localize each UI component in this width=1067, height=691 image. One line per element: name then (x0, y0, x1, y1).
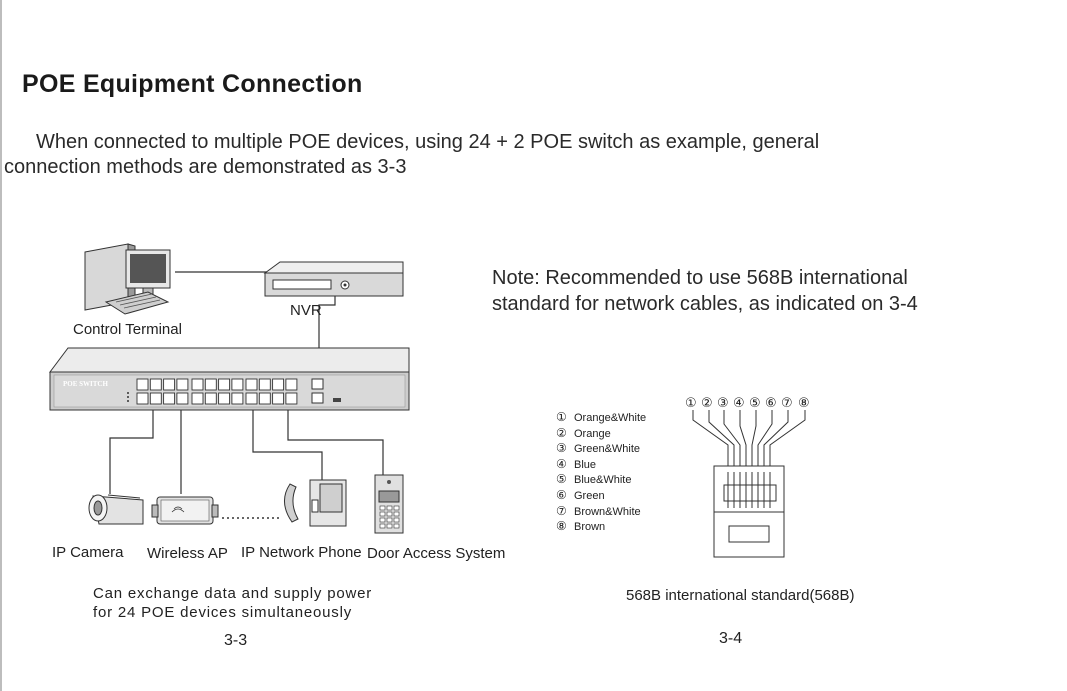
wire-color-label: Brown&White (574, 505, 641, 518)
caption-line-1: Can exchange data and supply power (93, 585, 373, 602)
switch-port (258, 378, 271, 391)
pin-number: ⑦ (781, 395, 793, 410)
label-switch-brand: POE SWITCH (63, 380, 108, 388)
switch-port (136, 378, 149, 391)
wire-legend-item: ② Orange (556, 426, 646, 442)
page-title: POE Equipment Connection (22, 70, 363, 98)
switch-port (231, 392, 244, 405)
switch-port (218, 392, 231, 405)
switch-port (149, 392, 162, 405)
wire-legend-item: ⑧ Brown (556, 519, 646, 535)
switch-port (272, 392, 285, 405)
wire-number: ④ (556, 456, 567, 471)
label-control-terminal: Control Terminal (73, 321, 182, 338)
label-ip-camera: IP Camera (52, 544, 124, 561)
wire-number: ② (556, 425, 567, 440)
label-568b-standard: 568B international standard(568B) (626, 587, 855, 604)
diagram-3-3-caption: Can exchange data and supply power for 2… (93, 584, 372, 622)
wire-color-label: Brown (574, 521, 606, 534)
line-switch-camera (109, 407, 154, 494)
switch-port (231, 378, 244, 391)
intro-paragraph: When connected to multiple POE devices, … (4, 130, 1004, 180)
figure-number-3-4: 3-4 (719, 630, 743, 647)
wireless-ap-icon (151, 496, 219, 525)
page-left-rule (0, 0, 2, 691)
ip-camera-icon (88, 494, 144, 525)
label-nvr: NVR (290, 302, 322, 319)
pin-number: ② (701, 395, 713, 410)
note-line-2: standard for network cables, as indicate… (492, 293, 918, 315)
wire-color-label: Green&White (574, 443, 641, 456)
switch-port (204, 392, 217, 405)
wire-number: ① (556, 410, 567, 424)
wire-color-label: Orange&White (574, 412, 647, 424)
wire-number: ⑤ (556, 472, 567, 487)
switch-port (204, 378, 217, 391)
nvr-device-icon (263, 261, 404, 297)
wire-color-label: Orange (574, 427, 611, 440)
switch-port (245, 378, 258, 391)
poe-switch-icon (49, 347, 410, 411)
line-switch-phone (252, 407, 323, 480)
pin-number: ⑥ (765, 395, 777, 410)
wire-color-label: Blue&White (574, 474, 632, 487)
door-access-icon (374, 474, 404, 534)
wire-legend-item: ④ Blue (556, 457, 646, 473)
switch-port (258, 392, 271, 405)
pin-number: ⑤ (749, 395, 761, 410)
rj45-connector-icon (692, 410, 806, 558)
label-door-access-system: Door Access System (367, 545, 506, 562)
switch-port (163, 378, 176, 391)
caption-line-2: for 24 POE devices simultaneously (93, 604, 353, 621)
switch-port (218, 378, 231, 391)
switch-port (245, 392, 258, 405)
figure-number-3-3: 3-3 (224, 632, 248, 649)
wire-color-label: Green (574, 489, 605, 502)
switch-port (285, 392, 298, 405)
switch-port (272, 378, 285, 391)
wire-color-label: Blue (574, 458, 597, 471)
label-ip-network-phone: IP Network Phone (241, 544, 362, 561)
switch-port (191, 392, 204, 405)
wire-legend-item: ⑥ Green (556, 488, 646, 504)
control-terminal-icon (84, 243, 171, 315)
pin-number: ③ (717, 395, 729, 410)
label-wireless-ap: Wireless AP (147, 545, 228, 562)
ip-phone-icon (284, 479, 347, 527)
switch-port (149, 378, 162, 391)
wire-legend-item: ⑤ Blue&White (556, 472, 646, 488)
intro-line-1: When connected to multiple POE devices, … (36, 131, 820, 153)
switch-port (176, 392, 189, 405)
pin-number: ⑧ (798, 395, 810, 410)
switch-port (191, 378, 204, 391)
wire-number: ⑧ (556, 519, 567, 534)
note-paragraph: Note: Recommended to use 568B internatio… (492, 265, 1052, 317)
wire-number: ⑦ (556, 503, 567, 518)
line-nvr-switch (318, 296, 336, 348)
pin-number: ④ (733, 395, 745, 410)
switch-port (163, 392, 176, 405)
note-line-1: Note: Recommended to use 568B internatio… (492, 267, 908, 289)
wire-number: ③ (556, 441, 567, 456)
intro-line-2: connection methods are demonstrated as 3… (4, 156, 407, 178)
switch-port (136, 392, 149, 405)
switch-port (176, 378, 189, 391)
switch-port (285, 378, 298, 391)
wire-legend-item: ③ Green&White (556, 441, 646, 457)
wire-legend-item: ⑦ Brown&White (556, 504, 646, 520)
pin-number: ① (685, 395, 697, 410)
line-switch-door (287, 407, 384, 475)
wire-number: ⑥ (556, 487, 567, 502)
wire-legend-item: ① Orange&White (556, 410, 646, 426)
wire-color-legend: ① Orange&White ② Orange ③ Green&White ④ Blue ⑤ Bl… (556, 410, 646, 535)
